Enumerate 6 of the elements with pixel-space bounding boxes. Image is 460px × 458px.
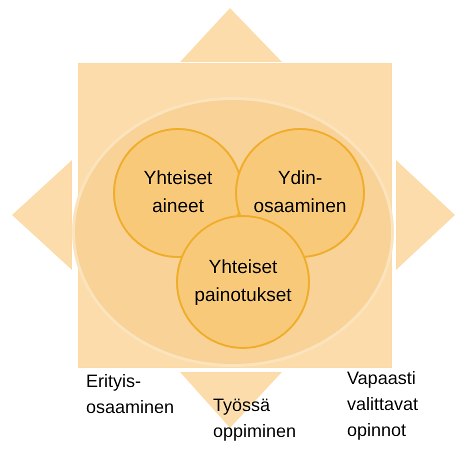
- circle-label: Yhteiset aineet: [142, 167, 214, 219]
- circle-label: Ydin- osaaminen: [252, 167, 348, 219]
- outer-label: Vapaasti valittavat opinnot: [347, 367, 420, 442]
- outer-label: Työssä oppiminen: [213, 394, 298, 443]
- circle-label: Yhteiset painotukset: [193, 256, 293, 308]
- outer-label: Erityis- osaaminen: [86, 370, 176, 419]
